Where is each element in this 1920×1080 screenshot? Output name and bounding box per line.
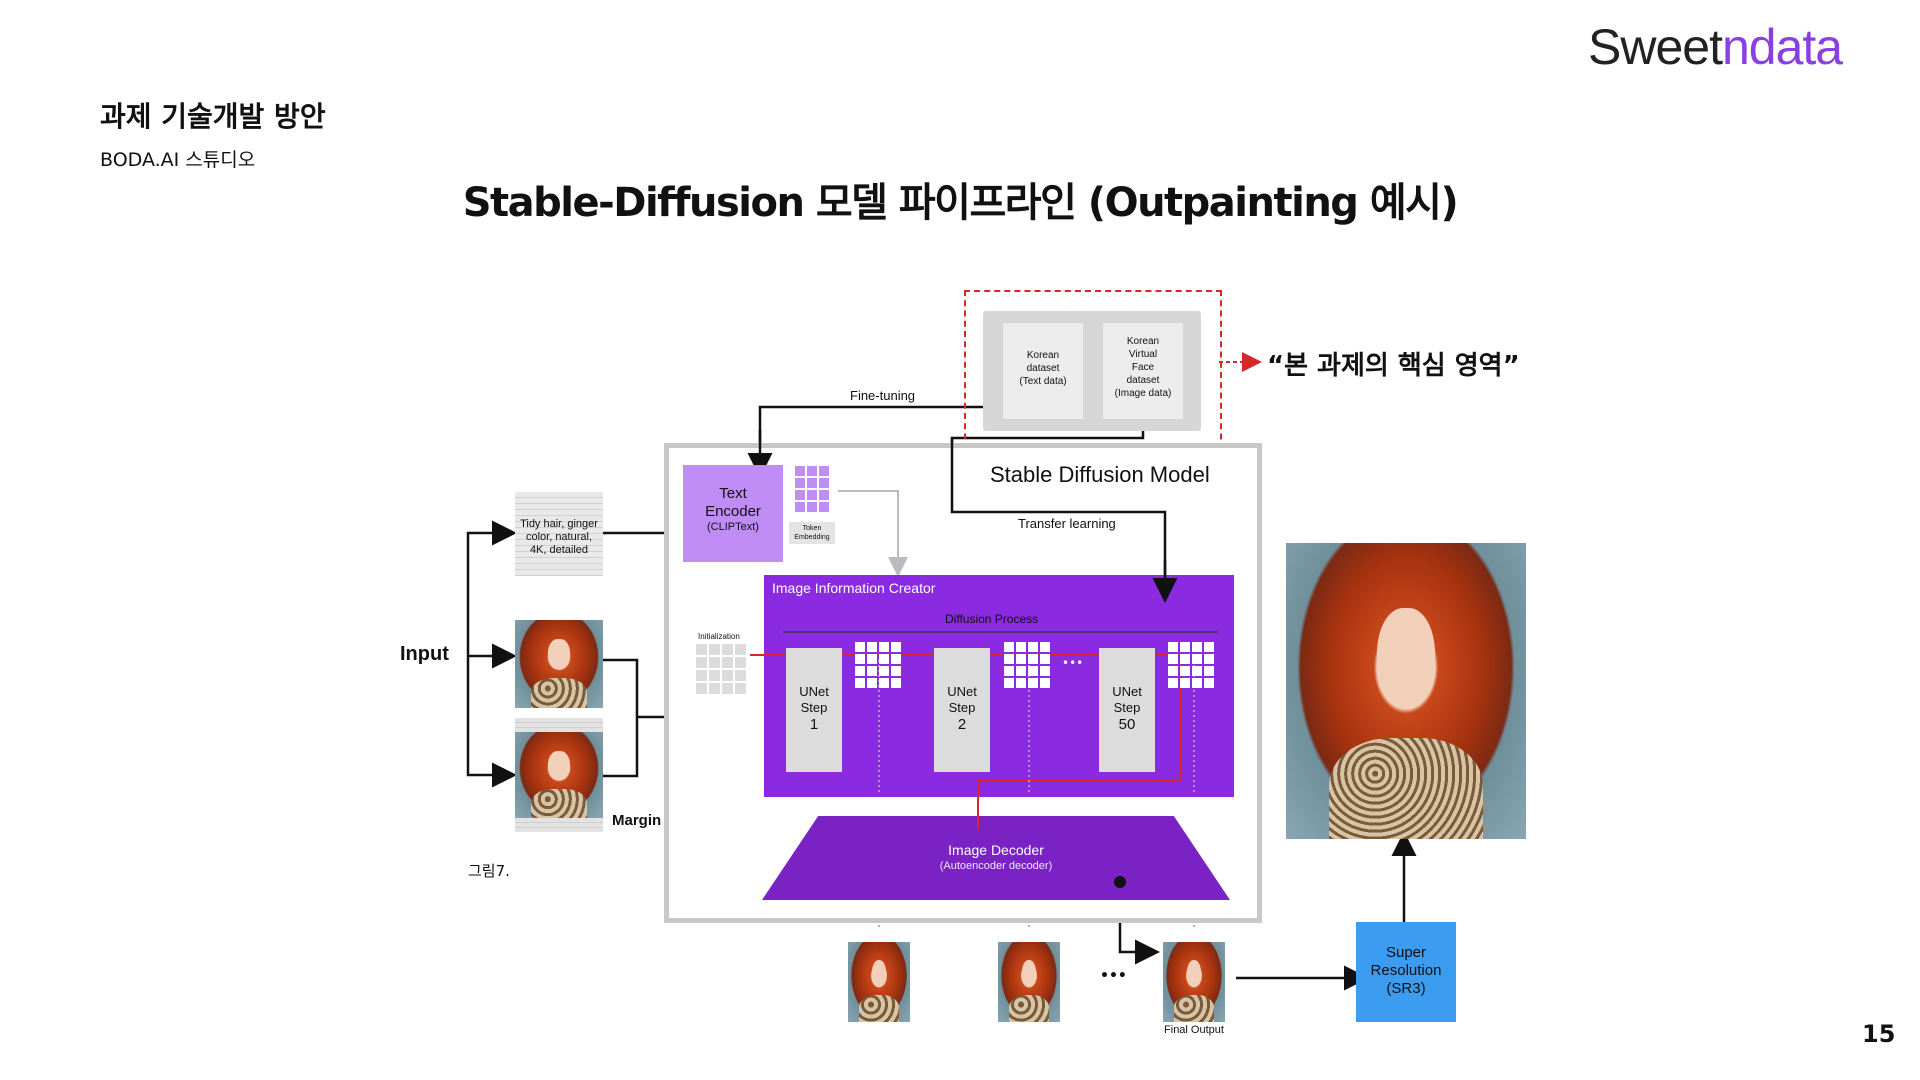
figure-caption: 그림7. [468,862,510,880]
output-ellipsis: ••• [1100,968,1127,984]
image-decoder-label: Image Decoder [948,842,1044,858]
unet-step-label: UNet Step [799,684,829,715]
initialization-grid [696,644,746,694]
image-decoder [762,816,1230,900]
margin-label: Margin [612,812,662,829]
prompt-text-box: Tidy hair, ginger color, natural, 4K, de… [515,492,603,576]
unet-ellipsis: ••• [1062,656,1084,670]
unet-step-number: 50 [1118,716,1136,733]
dataset-image-card: Korean Virtual Face dataset (Image data) [1103,323,1183,419]
unet-step-2: UNet Step 2 [934,648,990,772]
section-subtitle: BODA.AI 스튜디오 [100,149,256,171]
image-decoder-sublabel: (Autoencoder decoder) [939,860,1053,872]
image-information-creator [764,575,1234,797]
core-area-label: “본 과제의 핵심 영역” [1267,351,1520,381]
image-info-creator-label: Image Information Creator [772,580,936,596]
unet-step-number: 2 [957,716,967,733]
transfer-learning-label: Transfer learning [1018,516,1116,531]
section-title: 과제 기술개발 방안 [100,100,326,133]
page-number: 15 [1862,1020,1896,1048]
final-output-image [1163,942,1225,1022]
text-encoder-sublabel: (CLIPText) [707,521,759,533]
output-image-step-2 [998,942,1060,1022]
output-image-step-1 [848,942,910,1022]
token-embedding-label: Token Embedding [789,522,835,544]
text-encoder-label: Text Encoder [705,485,761,520]
unet-step-number: 1 [809,716,819,733]
logo-text-part2: ndata [1721,19,1843,75]
sweetndata-logo: Sweetndata [1588,19,1843,75]
input-image-original [515,620,603,708]
latent-grid-1 [855,642,901,688]
input-image-with-margin [515,732,603,818]
token-embedding-grid [795,466,829,512]
model-label: Stable Diffusion Model [990,462,1210,487]
fine-tuning-label: Fine-tuning [850,388,916,403]
diffusion-process-label: Diffusion Process [945,612,1039,626]
super-resolution-box: Super Resolution (SR3) [1356,922,1456,1022]
unet-step-1: UNet Step 1 [786,648,842,772]
page-title: Stable-Diffusion 모델 파이프라인 (Outpainting 예… [462,180,1459,226]
text-encoder-box: Text Encoder (CLIPText) [683,465,783,562]
final-output-label: Final Output [1164,1024,1224,1036]
unet-step-50: UNet Step 50 [1099,648,1155,772]
unet-step-label: UNet Step [947,684,977,715]
dataset-text-card: Korean dataset (Text data) [1003,323,1083,419]
super-resolution-result-image [1286,543,1526,839]
latent-grid-2 [1004,642,1050,688]
input-label: Input [400,643,449,665]
logo-text-part1: Sweet [1588,19,1723,75]
latent-grid-50 [1168,642,1214,688]
unet-step-label: UNet Step [1112,684,1142,715]
initialization-label: Initialization [698,632,740,641]
